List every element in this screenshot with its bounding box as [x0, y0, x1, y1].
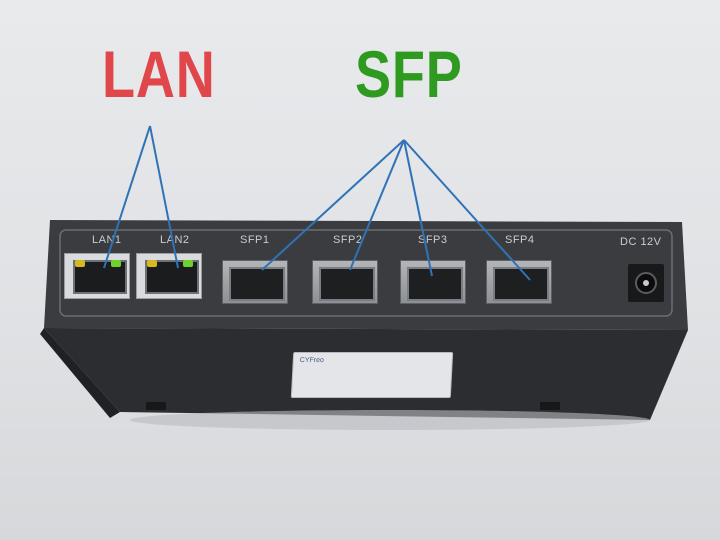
- rubber-foot: [540, 402, 560, 410]
- port-label-dc: DC 12V: [620, 236, 662, 248]
- sfp-cage-icon: [319, 267, 375, 301]
- port-label-lan2: LAN2: [160, 234, 190, 246]
- sfp-port-1: [222, 260, 288, 304]
- led-amber-icon: [75, 260, 85, 267]
- pointer-line-lan1: [103, 125, 151, 269]
- pointer-line-sfp2: [349, 139, 405, 271]
- led-green-icon: [111, 260, 121, 267]
- chassis-side-left: [40, 328, 120, 418]
- pointer-line-sfp1: [261, 139, 405, 271]
- dc-power-jack: [626, 262, 666, 304]
- sfp-cage-icon: [229, 267, 285, 301]
- rj45-port-lan2: [136, 253, 202, 299]
- rj45-port-lan1: [64, 253, 130, 299]
- led-amber-icon: [147, 260, 157, 267]
- dc-jack-pin-icon: [643, 280, 649, 286]
- led-green-icon: [183, 260, 193, 267]
- port-label-sfp1: SFP1: [240, 234, 270, 246]
- pointer-line-sfp4: [403, 139, 531, 281]
- device-shadow: [130, 410, 650, 430]
- sfp-cage-icon: [493, 267, 549, 301]
- sfp-cage-icon: [407, 267, 463, 301]
- rubber-foot: [146, 402, 166, 410]
- lan-callout-label: LAN: [102, 37, 216, 111]
- pointer-line-sfp3: [403, 139, 433, 277]
- port-label-sfp4: SFP4: [505, 234, 535, 246]
- sfp-port-2: [312, 260, 378, 304]
- pointer-line-lan2: [149, 125, 179, 269]
- sfp-port-3: [400, 260, 466, 304]
- port-label-sfp2: SFP2: [333, 234, 363, 246]
- sfp-callout-label: SFP: [355, 37, 463, 111]
